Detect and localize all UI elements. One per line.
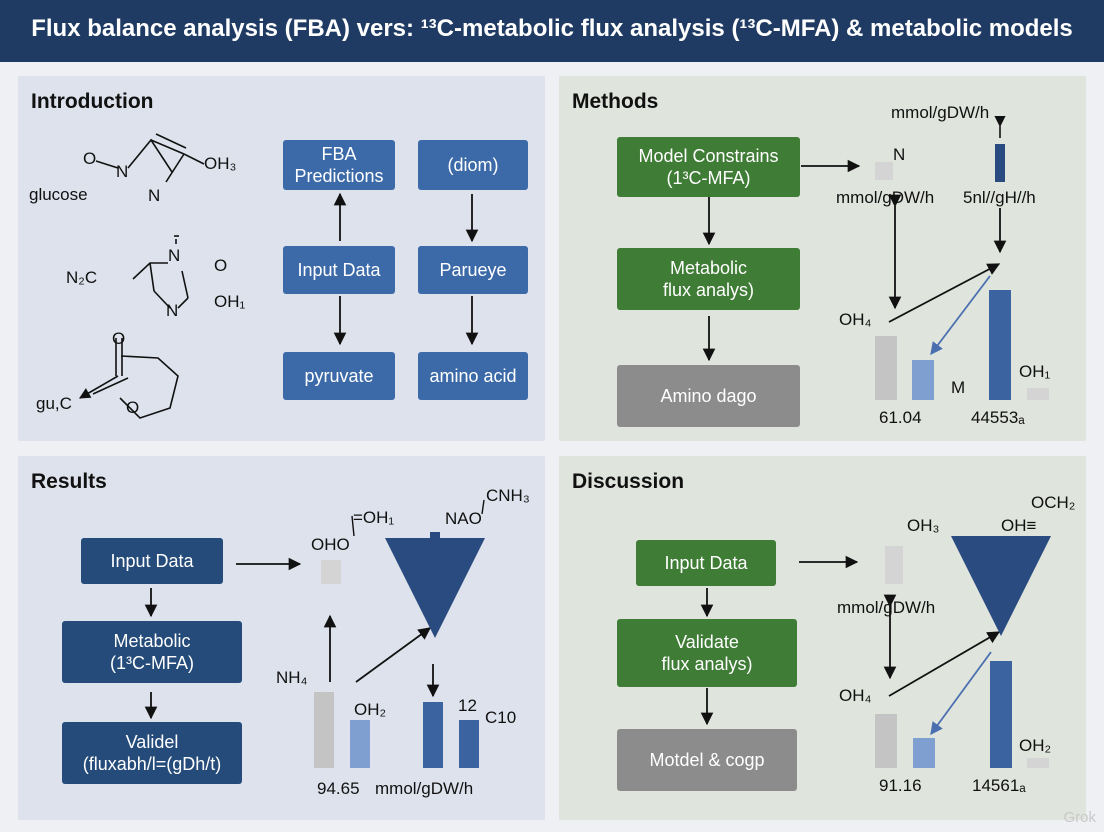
discussion-bar-blue <box>990 661 1012 768</box>
discussion-panel: Discussion Input Data Validate flux anal… <box>559 456 1086 820</box>
chem-label-n-ring: N <box>166 301 179 320</box>
results-title: Results <box>31 470 107 493</box>
chem-label-n-top: N <box>168 246 181 265</box>
discussion-validate-box: Validate flux analys) <box>617 619 797 687</box>
methods-label-oh1: OH₁ <box>1019 362 1051 381</box>
introduction-panel: Introduction O N N OH₃ glucose N <box>18 76 545 441</box>
discussion-lines <box>700 536 1051 736</box>
chem-label-oh1: OH₁ <box>214 292 246 311</box>
results-bar-gray <box>314 692 334 768</box>
chem-label-o-right: O <box>214 256 228 275</box>
results-input-data-box: Input Data <box>81 538 223 584</box>
model-constrains-box: Model Constrains (1³C-MFA) <box>617 137 800 197</box>
discussion-title: Discussion <box>572 470 685 493</box>
title-banner: Flux balance analysis (FBA) vers: ¹³C-me… <box>0 0 1104 62</box>
results-lines <box>144 499 485 720</box>
chem-label-guc: gu,C <box>36 394 72 413</box>
metabolic-flux-box: Metabolic flux analys) <box>617 248 800 310</box>
chem-label-o: O <box>83 149 97 168</box>
discussion-input-data-box: Input Data <box>636 540 776 586</box>
methods-value-1: 61.04 <box>879 408 922 427</box>
results-panel: Results Input Data Metabolic (1³C-MFA) V… <box>18 456 545 820</box>
discussion-label-och2: OCH₂ <box>1031 493 1076 512</box>
methods-label-oh4: OH₄ <box>839 310 872 329</box>
results-label-c10: C10 <box>485 708 517 727</box>
watermark: Grok <box>1063 809 1096 826</box>
chem-label-glucose: glucose <box>29 185 88 204</box>
results-value: 94.65 <box>317 779 360 798</box>
results-small-bar <box>321 560 341 584</box>
results-validel-box: Validel (fluxabh/l=(gDh/t) <box>62 722 242 784</box>
discussion-model-box: Motdel & cogp <box>617 729 797 791</box>
discussion-bar-lightblue <box>913 738 935 768</box>
methods-small-dark-bar <box>995 144 1005 182</box>
discussion-bar-small <box>1027 758 1049 768</box>
methods-bar-small <box>1027 388 1049 400</box>
methods-label-m: M <box>951 378 966 397</box>
introduction-lines <box>79 133 479 419</box>
methods-bar-gray <box>875 336 897 400</box>
methods-unit-right: 5nl//gH//h <box>963 188 1036 207</box>
chem-label-oh3: OH₃ <box>204 154 237 173</box>
diom-box: (diom) <box>418 140 528 190</box>
chem-label-n1: N <box>116 162 129 181</box>
discussion-small-bar <box>885 546 903 584</box>
methods-panel: Methods Model Constrains (1³C-MFA) Metab… <box>559 76 1086 441</box>
methods-bar-blue <box>989 290 1011 400</box>
fba-predictions-box: FBA Predictions <box>283 140 395 190</box>
chem-label-o-ring2: O <box>126 398 140 417</box>
discussion-label-oh4: OH₄ <box>839 686 872 705</box>
discussion-bar-gray <box>875 714 897 768</box>
discussion-unit: mmol/gDW/h <box>837 598 936 617</box>
methods-unit-mid: mmol/gDW/h <box>836 188 935 207</box>
results-bar-blue-2 <box>459 720 479 768</box>
methods-label-n: N <box>893 145 906 164</box>
methods-value-2: 44553ₐ <box>971 408 1025 427</box>
discussion-label-oh3: OH₃ <box>907 516 940 535</box>
methods-unit-top: mmol/gDW/h <box>891 103 990 122</box>
results-metabolic-box: Metabolic (1³C-MFA) <box>62 621 242 683</box>
page-title: Flux balance analysis (FBA) vers: ¹³C-me… <box>31 15 1073 42</box>
introduction-title: Introduction <box>31 90 154 113</box>
results-bar-blue-1 <box>423 702 443 768</box>
discussion-value-2: 14561ₐ <box>972 776 1026 795</box>
methods-bar-lightblue <box>912 360 934 400</box>
results-label-oho: OHO <box>311 535 350 554</box>
results-label-oh2: OH₂ <box>354 700 387 719</box>
results-label-12: 12 <box>458 696 477 715</box>
methods-small-bar <box>875 162 893 180</box>
chem-label-o-ring1: O <box>112 329 126 348</box>
discussion-label-ohe: OH≡ <box>1001 516 1037 535</box>
results-bar-lightblue <box>350 720 370 768</box>
results-unit: mmol/gDW/h <box>375 779 474 798</box>
parueye-box: Parueye <box>418 246 528 294</box>
amino-dago-box: Amino dago <box>617 365 800 427</box>
methods-lines <box>702 115 1007 362</box>
pyruvate-box: pyruvate <box>283 352 395 400</box>
chem-label-n2c: N₂C <box>66 268 98 287</box>
chem-label-n2: N <box>148 186 161 205</box>
results-label-oh1: =OH₁ <box>353 508 395 527</box>
input-data-box: Input Data <box>283 246 395 294</box>
discussion-value-1: 91.16 <box>879 776 922 795</box>
results-label-nao: NAO <box>445 509 482 528</box>
results-label-cnh3: CNH₃ <box>486 486 530 505</box>
amino-acid-box: amino acid <box>418 352 528 400</box>
discussion-label-oh2: OH₂ <box>1019 736 1052 755</box>
results-label-nh4: NH₄ <box>276 668 308 687</box>
methods-title: Methods <box>572 90 659 113</box>
